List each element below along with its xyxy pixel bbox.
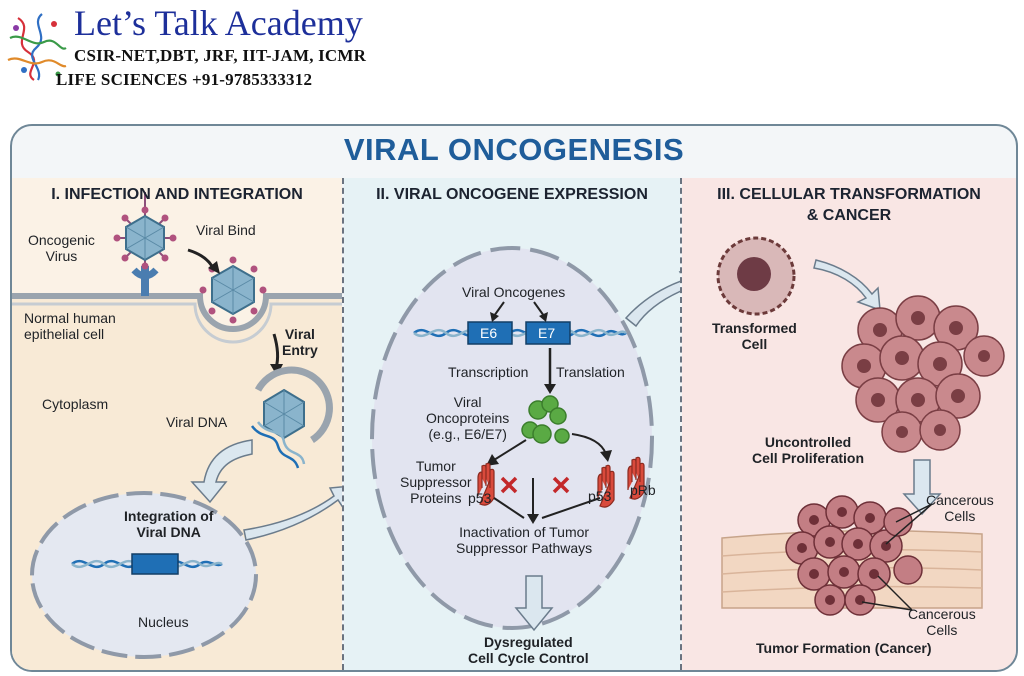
label-dysregulated: Dysregulated Cell Cycle Control bbox=[468, 634, 589, 666]
label-nucleus: Nucleus bbox=[138, 614, 189, 630]
label-viral-oncoproteins: Viral Oncoproteins (e.g., E6/E7) bbox=[426, 394, 510, 442]
panel-2-title: II. VIRAL ONCOGENE EXPRESSION bbox=[376, 186, 648, 203]
diagram-title: VIRAL ONCOGENESIS bbox=[343, 132, 685, 167]
panel-3-title: III. CELLULAR TRANSFORMATION& CANCER bbox=[717, 186, 981, 224]
p53-right-icon bbox=[597, 464, 615, 508]
gene-e6-icon bbox=[467, 321, 513, 345]
panel-transformation: III. CELLULAR TRANSFORMATION& CANCER Tra… bbox=[682, 178, 1016, 670]
gene-e7-icon bbox=[525, 321, 571, 345]
panel-expression: II. VIRAL ONCOGENE EXPRESSION Viral Onco… bbox=[344, 178, 680, 670]
label-viral-bind: Viral Bind bbox=[196, 222, 256, 238]
label-e7: E7 bbox=[538, 325, 556, 341]
label-e6: E6 bbox=[480, 325, 498, 341]
label-p53-left: p53 bbox=[468, 490, 492, 506]
panel-1-title: I. INFECTION AND INTEGRATION bbox=[51, 186, 303, 203]
label-viral-oncogenes: Viral Oncogenes bbox=[462, 284, 566, 300]
receptor-icon bbox=[131, 266, 159, 296]
brand-contact: LIFE SCIENCES +91-9785333312 bbox=[56, 70, 313, 89]
prb-icon bbox=[627, 456, 645, 500]
label-tumor-formation: Tumor Formation (Cancer) bbox=[756, 640, 932, 656]
label-p53-right: p53 bbox=[588, 488, 612, 504]
label-tumor-suppressor: Tumor Suppressor Proteins bbox=[400, 458, 472, 506]
label-cytoplasm: Cytoplasm bbox=[42, 396, 109, 412]
brand-subtitle: CSIR-NET,DBT, JRF, IIT-JAM, ICMR bbox=[74, 46, 367, 65]
expression-illustration bbox=[370, 246, 680, 632]
endosome-icon bbox=[254, 366, 333, 443]
brand-title: Let’s Talk Academy bbox=[74, 3, 363, 43]
label-viral-dna: Viral DNA bbox=[166, 414, 228, 430]
label-inactivation: Inactivation of Tumor Suppressor Pathway… bbox=[456, 524, 593, 556]
academy-logo-icon bbox=[7, 13, 67, 81]
label-prb: pRb bbox=[630, 482, 656, 498]
nucleus-expression-icon bbox=[370, 246, 654, 630]
infection-illustration bbox=[12, 192, 342, 670]
transformation-illustration bbox=[716, 236, 1005, 616]
diagram-frame: VIRAL ONCOGENESIS bbox=[10, 124, 1018, 672]
nucleus-icon bbox=[30, 491, 258, 659]
p53-left-icon bbox=[477, 462, 495, 506]
label-transcription: Transcription bbox=[448, 364, 529, 380]
virus-entry-icon bbox=[199, 256, 267, 324]
label-translation: Translation bbox=[556, 364, 625, 380]
inhibition-x-icon bbox=[500, 476, 570, 494]
divider-2 bbox=[680, 178, 682, 670]
transformed-cell-icon bbox=[716, 236, 796, 316]
virus-bind-icon bbox=[113, 192, 177, 270]
brand-header: Let’s Talk Academy CSIR-NET,DBT, JRF, II… bbox=[0, 0, 420, 100]
viral-dna-icon bbox=[250, 421, 306, 469]
divider-1 bbox=[342, 178, 344, 670]
oncoprotein-icon bbox=[521, 395, 570, 444]
